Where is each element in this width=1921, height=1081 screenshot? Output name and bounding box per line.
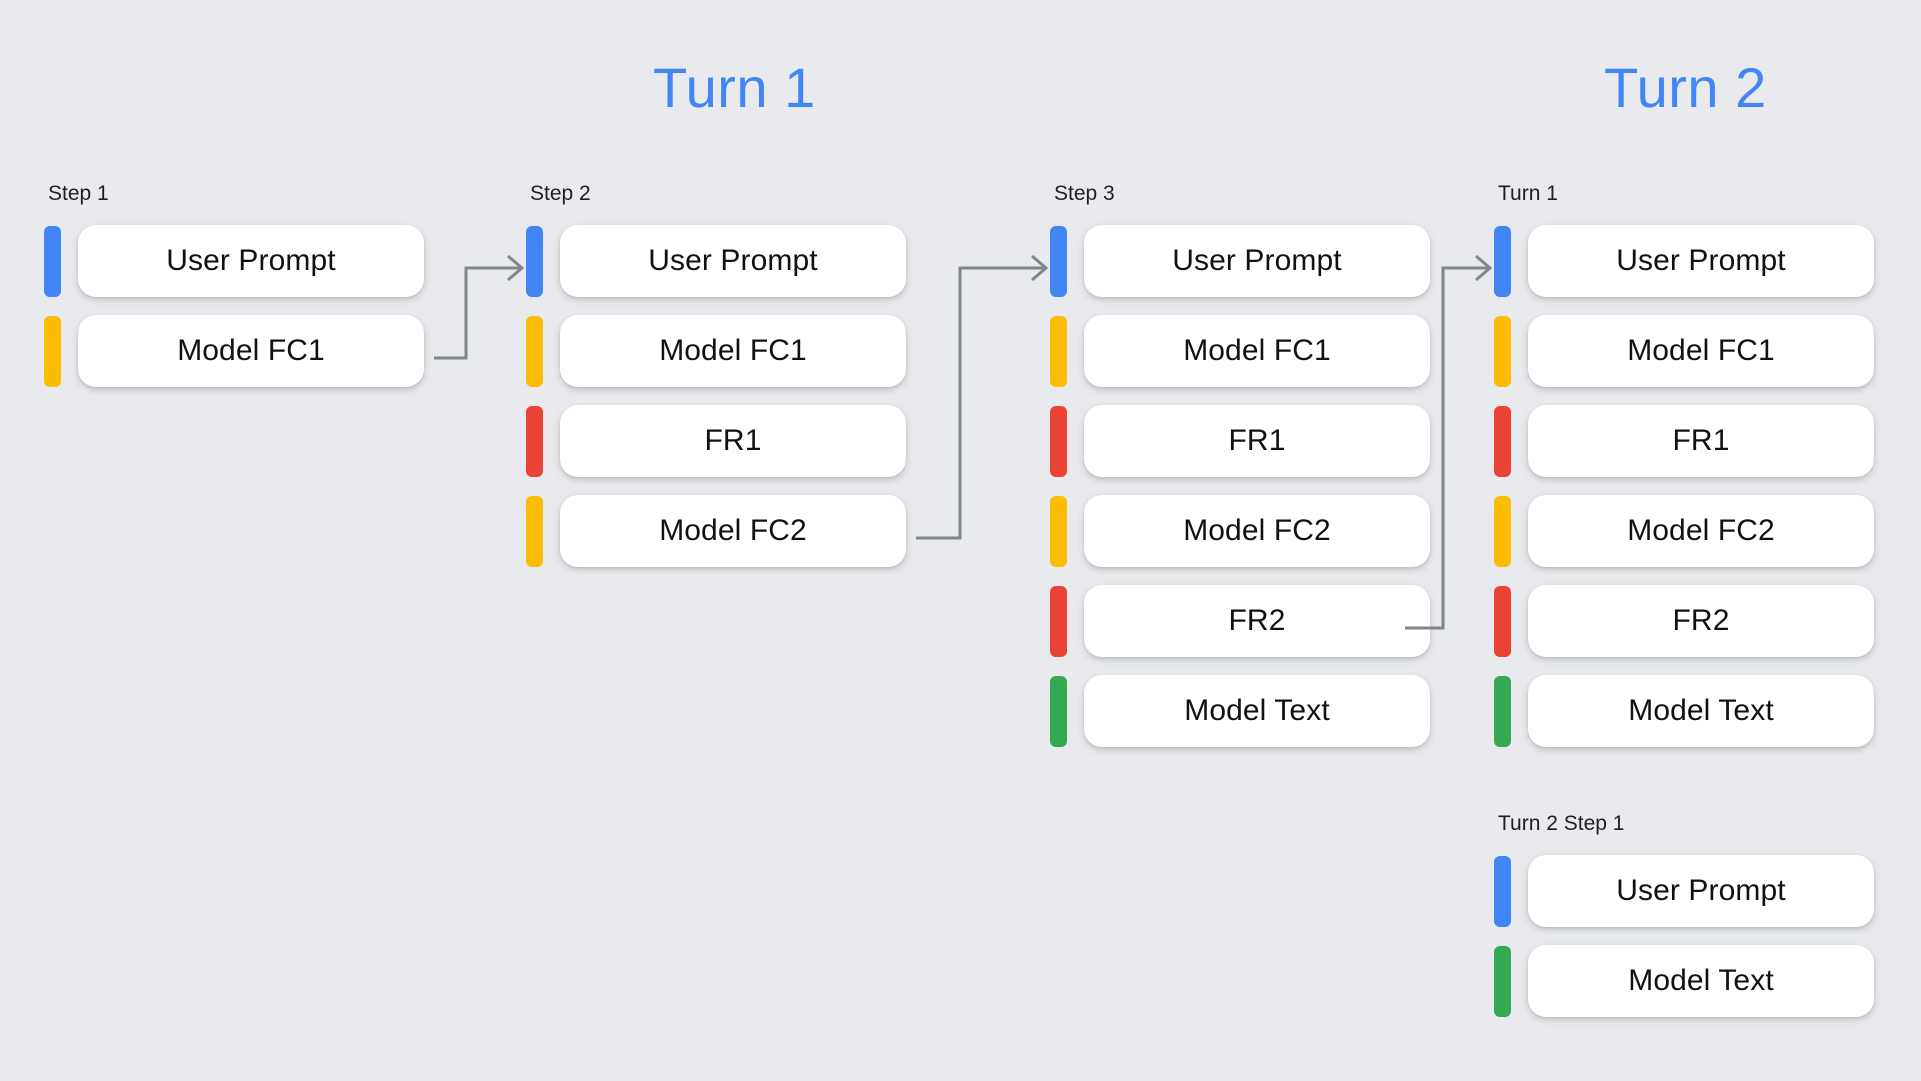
yellow-status-bar-icon <box>1494 495 1511 567</box>
blue-status-bar-icon <box>1050 225 1067 297</box>
card-label: FR2 <box>1672 604 1730 637</box>
card-label: Model FC2 <box>1627 514 1775 547</box>
green-status-bar-icon <box>1050 675 1067 747</box>
card-step1-2[interactable]: Model FC1 <box>78 315 424 387</box>
yellow-status-bar-icon <box>526 495 543 567</box>
yellow-status-bar-icon <box>1050 495 1067 567</box>
row-step1-2: Model FC1 <box>44 306 424 396</box>
card-label: User Prompt <box>1616 244 1786 277</box>
yellow-status-bar-icon <box>1494 315 1511 387</box>
card-label: Model FC2 <box>1183 514 1331 547</box>
row-step3-3: FR1 <box>1050 396 1430 486</box>
card-step3-3[interactable]: FR1 <box>1084 405 1430 477</box>
card-step2-4[interactable]: Model FC2 <box>560 495 906 567</box>
card-step1-1[interactable]: User Prompt <box>78 225 424 297</box>
card-turn1-1[interactable]: User Prompt <box>1528 225 1874 297</box>
row-turn1-2: Model FC1 <box>1494 306 1874 396</box>
row-turn1-5: FR2 <box>1494 576 1874 666</box>
card-label: User Prompt <box>166 244 336 277</box>
row-step1-1: User Prompt <box>44 216 424 306</box>
row-turn1-1: User Prompt <box>1494 216 1874 306</box>
blue-status-bar-icon <box>526 225 543 297</box>
green-status-bar-icon <box>1494 675 1511 747</box>
blue-status-bar-icon <box>44 225 61 297</box>
turn-1-title: Turn 1 <box>653 56 816 119</box>
row-step2-1: User Prompt <box>526 216 906 306</box>
row-step3-2: Model FC1 <box>1050 306 1430 396</box>
card-label: FR1 <box>1672 424 1730 457</box>
blue-status-bar-icon <box>1494 225 1511 297</box>
column-label-step-1: Step 1 <box>48 182 109 205</box>
row-step3-5: FR2 <box>1050 576 1430 666</box>
yellow-status-bar-icon <box>1050 315 1067 387</box>
card-label: Model FC1 <box>1183 334 1331 367</box>
red-status-bar-icon <box>1050 585 1067 657</box>
row-step3-1: User Prompt <box>1050 216 1430 306</box>
column-label-step-2: Step 2 <box>530 182 591 205</box>
card-label: FR1 <box>704 424 762 457</box>
card-label: Model Text <box>1628 694 1774 727</box>
card-label: Model FC1 <box>177 334 325 367</box>
card-step2-3[interactable]: FR1 <box>560 405 906 477</box>
row-step3-6: Model Text <box>1050 666 1430 756</box>
row-turn1-6: Model Text <box>1494 666 1874 756</box>
card-label: FR2 <box>1228 604 1286 637</box>
card-turn1-5[interactable]: FR2 <box>1528 585 1874 657</box>
red-status-bar-icon <box>526 405 543 477</box>
card-label: Model FC1 <box>1627 334 1775 367</box>
yellow-status-bar-icon <box>44 315 61 387</box>
card-step2-1[interactable]: User Prompt <box>560 225 906 297</box>
card-step3-1[interactable]: User Prompt <box>1084 225 1430 297</box>
red-status-bar-icon <box>1050 405 1067 477</box>
card-turn2step1-2[interactable]: Model Text <box>1528 945 1874 1017</box>
column-label-turn-2-step-1: Turn 2 Step 1 <box>1498 812 1625 835</box>
arrow-step1-to-step2-icon <box>434 254 525 360</box>
card-label: Model Text <box>1628 964 1774 997</box>
red-status-bar-icon <box>1494 405 1511 477</box>
card-label: Model FC1 <box>659 334 807 367</box>
row-turn1-3: FR1 <box>1494 396 1874 486</box>
turn-2-title: Turn 2 <box>1604 56 1767 119</box>
arrow-step2-to-step3-icon <box>916 254 1049 540</box>
card-label: Model Text <box>1184 694 1330 727</box>
card-step2-2[interactable]: Model FC1 <box>560 315 906 387</box>
row-turn2step1-2: Model Text <box>1494 936 1874 1026</box>
column-label-step-3: Step 3 <box>1054 182 1115 205</box>
row-step2-2: Model FC1 <box>526 306 906 396</box>
red-status-bar-icon <box>1494 585 1511 657</box>
card-step3-6[interactable]: Model Text <box>1084 675 1430 747</box>
card-turn1-4[interactable]: Model FC2 <box>1528 495 1874 567</box>
row-turn1-4: Model FC2 <box>1494 486 1874 576</box>
blue-status-bar-icon <box>1494 855 1511 927</box>
card-step3-4[interactable]: Model FC2 <box>1084 495 1430 567</box>
column-label-turn-1: Turn 1 <box>1498 182 1558 205</box>
row-step3-4: Model FC2 <box>1050 486 1430 576</box>
card-turn2step1-1[interactable]: User Prompt <box>1528 855 1874 927</box>
card-step3-2[interactable]: Model FC1 <box>1084 315 1430 387</box>
card-turn1-6[interactable]: Model Text <box>1528 675 1874 747</box>
card-turn1-2[interactable]: Model FC1 <box>1528 315 1874 387</box>
card-label: User Prompt <box>648 244 818 277</box>
row-step2-3: FR1 <box>526 396 906 486</box>
yellow-status-bar-icon <box>526 315 543 387</box>
card-label: User Prompt <box>1172 244 1342 277</box>
green-status-bar-icon <box>1494 945 1511 1017</box>
row-turn2step1-1: User Prompt <box>1494 846 1874 936</box>
card-turn1-3[interactable]: FR1 <box>1528 405 1874 477</box>
row-step2-4: Model FC2 <box>526 486 906 576</box>
card-label: FR1 <box>1228 424 1286 457</box>
card-label: User Prompt <box>1616 874 1786 907</box>
card-label: Model FC2 <box>659 514 807 547</box>
card-step3-5[interactable]: FR2 <box>1084 585 1430 657</box>
